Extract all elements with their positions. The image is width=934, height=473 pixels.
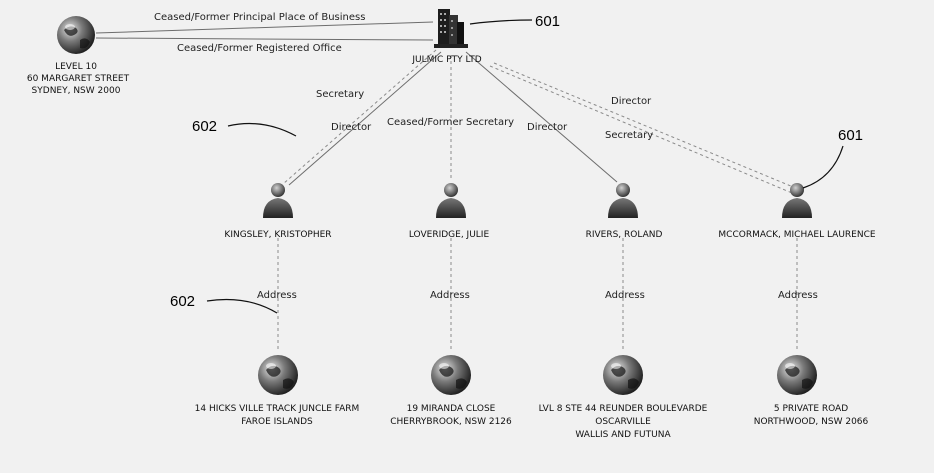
address-line-2: NORTHWOOD, NSW 2066 — [754, 417, 869, 427]
edge-secretary-kingsley — [282, 49, 437, 185]
edge-principal-place — [95, 21, 434, 34]
ref-leader-line — [227, 122, 297, 137]
edge-label-address-kingsley: Address — [257, 290, 297, 301]
edge-secretary-mccormack — [489, 65, 793, 194]
address-line-2: OSCARVILLE — [595, 417, 651, 427]
building-icon — [434, 9, 468, 48]
office-address-line-1: LEVEL 10 — [55, 62, 97, 72]
person-icon — [263, 183, 293, 218]
edge-label-director-2: Director — [527, 122, 568, 133]
address-line-1: 5 PRIVATE ROAD — [774, 404, 848, 414]
person-icon — [608, 183, 638, 218]
ref-numeral: 601 — [535, 13, 560, 30]
ref-numeral: 602 — [192, 118, 217, 135]
address-line-2: CHERRYBROOK, NSW 2126 — [390, 417, 512, 427]
person-node-loveridge[interactable]: LOVERIDGE, JULIE — [409, 183, 490, 240]
ref-leader-line — [469, 19, 533, 25]
globe-icon — [431, 355, 471, 395]
ref-numeral: 602 — [170, 293, 195, 310]
edge-label-secretary-1: Secretary — [316, 89, 364, 100]
edge-label-director-1: Director — [331, 122, 372, 133]
ref-601-right: 601 — [802, 127, 863, 189]
person-icon — [782, 183, 812, 218]
address-line-3: WALLIS AND FUTUNA — [575, 430, 671, 440]
globe-icon — [57, 16, 95, 54]
address-line-1: 19 MIRANDA CLOSE — [407, 404, 496, 414]
office-address-line-2: 60 MARGARET STREET — [27, 74, 130, 84]
address-node-mccormack[interactable]: 5 PRIVATE ROAD NORTHWOOD, NSW 2066 — [754, 355, 869, 427]
ref-numeral: 601 — [838, 127, 863, 144]
edge-label-address-mccormack: Address — [778, 290, 818, 301]
edge-label-principal-place: Ceased/Former Principal Place of Busines… — [154, 12, 365, 23]
office-node[interactable]: LEVEL 10 60 MARGARET STREET SYDNEY, NSW … — [27, 16, 130, 96]
edge-label-former-secretary: Ceased/Former Secretary — [387, 117, 514, 128]
edge-director-mccormack — [493, 62, 799, 190]
ref-602-top: 602 — [192, 118, 297, 137]
address-node-rivers[interactable]: LVL 8 STE 44 REUNDER BOULEVARDE OSCARVIL… — [539, 355, 708, 440]
edge-director-rivers — [465, 51, 618, 183]
address-node-loveridge[interactable]: 19 MIRANDA CLOSE CHERRYBROOK, NSW 2126 — [390, 355, 512, 427]
person-node-kingsley[interactable]: KINGSLEY, KRISTOPHER — [224, 183, 332, 240]
address-line-1: LVL 8 STE 44 REUNDER BOULEVARDE — [539, 404, 708, 414]
person-name: RIVERS, ROLAND — [586, 230, 663, 240]
ref-leader-line — [802, 145, 844, 189]
edge-label-director-3: Director — [611, 96, 652, 107]
globe-icon — [777, 355, 817, 395]
person-name: LOVERIDGE, JULIE — [409, 230, 490, 240]
globe-icon — [603, 355, 643, 395]
edge-label-registered-office: Ceased/Former Registered Office — [177, 43, 342, 54]
person-icon — [436, 183, 466, 218]
edge-label-secretary-2: Secretary — [605, 130, 653, 141]
person-node-rivers[interactable]: RIVERS, ROLAND — [586, 183, 663, 240]
edge-director-kingsley — [288, 51, 442, 186]
ref-leader-line — [206, 298, 278, 314]
edge-label-address-rivers: Address — [605, 290, 645, 301]
person-name: MCCORMACK, MICHAEL LAURENCE — [718, 230, 875, 240]
office-address-line-3: SYDNEY, NSW 2000 — [32, 86, 121, 96]
ref-601-top: 601 — [469, 13, 560, 30]
ref-602-bottom: 602 — [170, 293, 278, 314]
address-line-2: FAROE ISLANDS — [241, 417, 313, 427]
company-node[interactable]: JULMIC PTY LTD — [411, 9, 482, 65]
edge-label-address-loveridge: Address — [430, 290, 470, 301]
globe-icon — [258, 355, 298, 395]
person-name: KINGSLEY, KRISTOPHER — [224, 230, 331, 240]
person-node-mccormack[interactable]: MCCORMACK, MICHAEL LAURENCE — [718, 183, 876, 240]
company-name: JULMIC PTY LTD — [411, 55, 481, 65]
address-line-1: 14 HICKS VILLE TRACK JUNCLE FARM — [195, 404, 360, 414]
edge-registered-office — [95, 37, 434, 41]
address-node-kingsley[interactable]: 14 HICKS VILLE TRACK JUNCLE FARM FAROE I… — [195, 355, 360, 427]
